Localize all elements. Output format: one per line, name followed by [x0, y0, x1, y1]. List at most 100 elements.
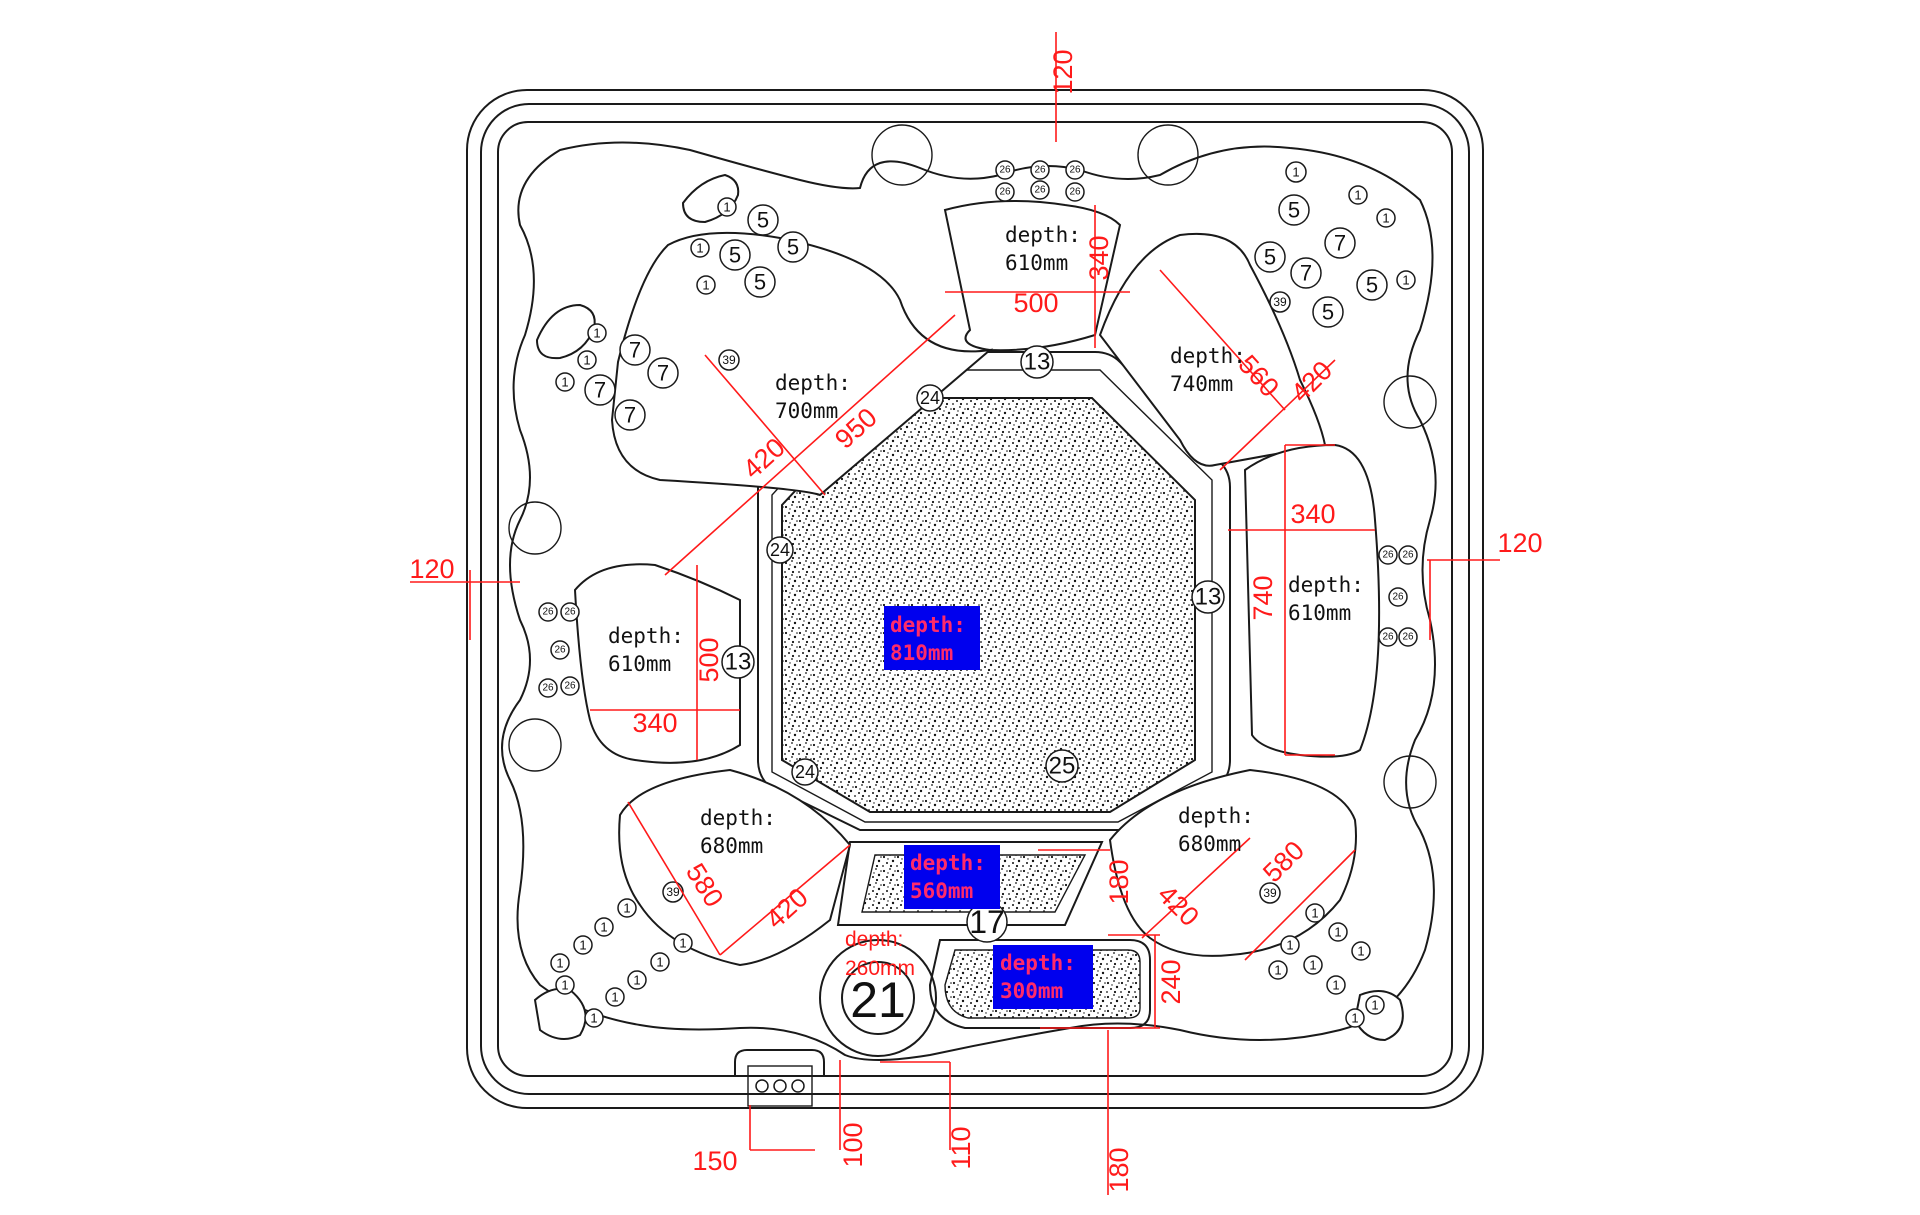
- seat-depth-right-line2: 610mm: [1288, 601, 1351, 625]
- jet-1-marker: [577, 350, 597, 370]
- jet-1-marker: [1396, 270, 1416, 290]
- jet-1-label: 1: [1286, 938, 1293, 953]
- jet-1-marker: [550, 953, 570, 973]
- shell-outline: [466, 89, 1484, 1109]
- jet-26-label: 26: [1034, 165, 1046, 176]
- jet-1-label: 1: [1402, 273, 1409, 288]
- jet-17-label: 17: [969, 904, 1005, 940]
- lower-step-depth-line1: depth:: [1000, 951, 1076, 975]
- filter-depth-line1: depth:: [845, 928, 903, 951]
- jet-1-marker: [717, 197, 737, 217]
- jet-1-label: 1: [579, 938, 586, 953]
- jet-1-label: 1: [611, 990, 618, 1005]
- seat-depth-right-line1: depth:: [1288, 573, 1364, 597]
- jet-26-marker: [1378, 545, 1398, 565]
- jet-5-label: 5: [787, 235, 799, 260]
- jet-1-marker: [594, 917, 614, 937]
- jet-39-label: 39: [722, 353, 736, 367]
- jet-26-label: 26: [564, 681, 576, 692]
- jet-1-label: 1: [633, 973, 640, 988]
- dim-110: 110: [946, 1126, 976, 1169]
- jet-1-label: 1: [723, 200, 730, 215]
- jet-1-label: 1: [1334, 925, 1341, 940]
- jet-26-marker: [995, 160, 1015, 180]
- seat-depth-labels: depth: 610mm depth: 700mm depth: 740mm d…: [608, 223, 1364, 858]
- jet-5-marker: [1254, 241, 1286, 273]
- jet-26-label: 26: [1382, 550, 1394, 561]
- jet-7-label: 7: [657, 361, 669, 386]
- jet-26-marker: [550, 640, 570, 660]
- jet-7-marker: [584, 374, 616, 406]
- jet-1-marker: [1348, 185, 1368, 205]
- equipment-port-3: [791, 1079, 805, 1093]
- jet-1-marker: [584, 1008, 604, 1028]
- jet-1-label: 1: [679, 936, 686, 951]
- jet-1-marker: [605, 987, 625, 1007]
- jet-7-label: 7: [1300, 261, 1312, 286]
- jet-7-marker: [614, 399, 646, 431]
- seat-depth-right-lounger-line2: 740mm: [1170, 372, 1233, 396]
- jet-26-label: 26: [999, 165, 1011, 176]
- jet-1-marker: [1285, 161, 1307, 183]
- jet-39-label: 39: [1273, 295, 1287, 309]
- jet-26-marker: [1378, 627, 1398, 647]
- dim-340-top-seat: 340: [1084, 235, 1114, 280]
- seat-depth-left-lounger-line2: 700mm: [775, 399, 838, 423]
- jet-13-label: 13: [1024, 349, 1051, 376]
- equipment-port-2: [773, 1079, 787, 1093]
- jet-1-label: 1: [556, 956, 563, 971]
- jet-1-label: 1: [1382, 211, 1389, 226]
- jet-1-marker: [650, 952, 670, 972]
- jet-26-marker: [1398, 627, 1418, 647]
- footwell-depth-line1: depth:: [890, 613, 966, 637]
- jet-1-marker: [573, 935, 593, 955]
- jet-26-marker: [995, 182, 1015, 202]
- jet-5-label: 5: [1322, 300, 1334, 325]
- jet-7-label: 7: [594, 378, 606, 403]
- jet-24-label: 24: [795, 762, 815, 782]
- jet-26-label: 26: [999, 187, 1011, 198]
- seat-depth-left-line2: 610mm: [608, 652, 671, 676]
- jet-26-marker: [1388, 587, 1408, 607]
- lower-step: [928, 939, 1151, 1029]
- dim-500-top-seat: 500: [1013, 288, 1058, 318]
- jet-7-marker: [1290, 257, 1322, 289]
- jet-1-marker: [696, 275, 716, 295]
- dim-240: 240: [1156, 959, 1186, 1004]
- jet-24-marker: [916, 384, 944, 412]
- jet-26-marker: [1065, 160, 1085, 180]
- dim-500-left-seat: 500: [694, 637, 724, 682]
- filter-outer: [819, 939, 937, 1057]
- jet-1-marker: [627, 970, 647, 990]
- jet-1-label: 1: [600, 920, 607, 935]
- seat-depth-bottom-left-line1: depth:: [700, 806, 776, 830]
- jet-7-label: 7: [1334, 231, 1346, 256]
- footwell-depth-box: [884, 606, 980, 670]
- jet-1-label: 1: [1309, 958, 1316, 973]
- jet-1-label: 1: [696, 241, 703, 256]
- jet-1-marker: [1365, 995, 1385, 1015]
- jet-24-label: 24: [920, 388, 940, 408]
- jet-39-marker: [1269, 291, 1291, 313]
- jet-13-label: 13: [1195, 584, 1222, 611]
- dimension-lines: [410, 32, 1500, 1195]
- jet-1-label: 1: [702, 278, 709, 293]
- jet-26-marker: [560, 676, 580, 696]
- seats: [573, 200, 1381, 967]
- jet-1-label: 1: [1354, 188, 1361, 203]
- dim-100: 100: [838, 1122, 868, 1167]
- upper-step: [836, 841, 1104, 926]
- upper-step-depth-box: [904, 845, 1000, 909]
- jet-1-marker: [1326, 975, 1346, 995]
- jet-1-label: 1: [656, 955, 663, 970]
- jet-24-label: 24: [770, 540, 790, 560]
- jet-1-label: 1: [1332, 978, 1339, 993]
- jet-39-marker: [1259, 882, 1281, 904]
- equipment-port-1: [755, 1079, 769, 1093]
- jet-1-marker: [1280, 935, 1300, 955]
- jet-26-marker: [1030, 160, 1050, 180]
- lower-step-depth-box: [993, 945, 1093, 1009]
- highlighted-depth-labels: depth: 810mm depth: 560mm depth: 300mm: [884, 606, 1093, 1009]
- filter-inner: [841, 961, 915, 1035]
- jet-7-label: 7: [629, 338, 641, 363]
